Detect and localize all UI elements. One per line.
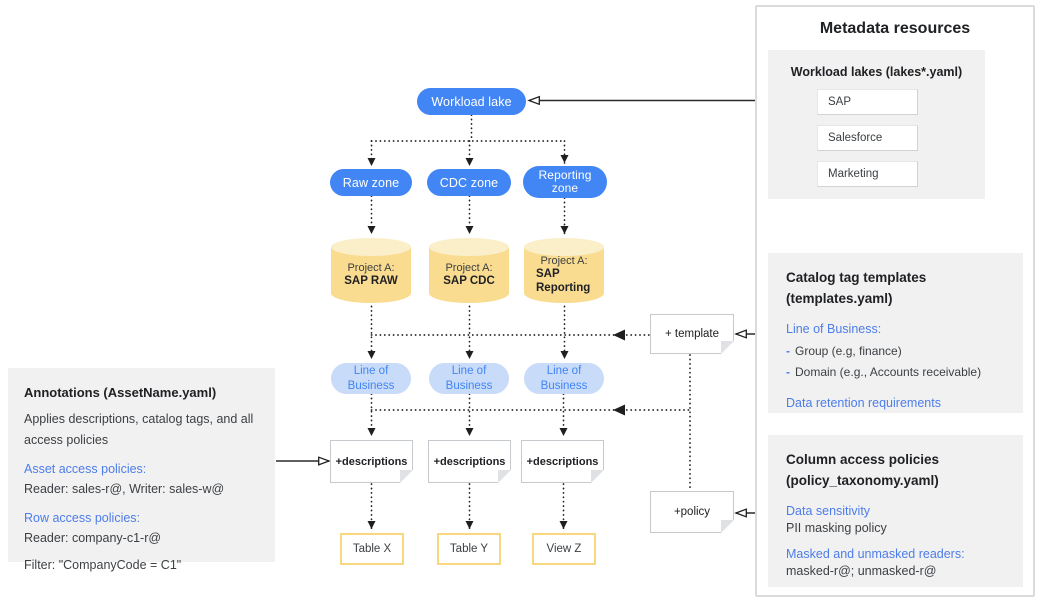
cylinder-body (429, 247, 509, 303)
project-name: SAP CDC (443, 274, 495, 287)
project-prefix: Project A: (445, 261, 493, 274)
cdc-zone-node: CDC zone (427, 169, 511, 196)
table-x-label: Table X (352, 543, 392, 555)
project-sap-cdc-cylinder: Project A: SAP CDC (429, 238, 509, 303)
project-prefix: Project A: (347, 261, 395, 274)
project-name: SAP Reporting (536, 268, 591, 294)
row-access-heading: Row access policies: (24, 511, 141, 525)
column-policies-title-line1: Column access policies (786, 452, 940, 467)
descriptions-note-3: +descriptions (521, 440, 604, 483)
descriptions-note-2: +descriptions (428, 440, 511, 483)
table-x-node: Table X (340, 533, 404, 565)
view-z-label: View Z (546, 543, 582, 555)
data-sensitivity-value: PII masking policy (786, 521, 887, 535)
reporting-zone-node: Reporting zone (523, 166, 607, 198)
raw-zone-node: Raw zone (330, 169, 412, 196)
cylinder-top (331, 238, 411, 256)
project-sap-reporting-cylinder: Project A: SAP Reporting (524, 238, 604, 303)
descriptions-label: +descriptions (526, 455, 599, 468)
mid-line-arrowheads (613, 329, 625, 416)
lob-bullet-group: -Group (e.g, finance) (786, 341, 1005, 362)
policy-label: +policy (673, 506, 711, 518)
line-of-business-node-3: Line of Business (524, 363, 604, 394)
cdc-zone-label: CDC zone (439, 175, 499, 190)
column-policies-panel: Column access policies (policy_taxonomy.… (768, 435, 1023, 587)
bullet-dash: - (786, 365, 790, 379)
asset-access-value: Reader: sales-r@, Writer: sales-w@ (24, 482, 225, 496)
project-sap-raw-cylinder: Project A: SAP RAW (331, 238, 411, 303)
workload-lakes-title: Workload lakes (lakes*.yaml) (790, 65, 963, 79)
cylinder-body (524, 247, 604, 303)
line-of-business-node-1: Line of Business (331, 363, 411, 394)
lob-heading: Line of Business: (786, 322, 882, 336)
annotations-body: Applies descriptions, catalog tags, and … (24, 412, 254, 447)
bullet-dash: - (786, 344, 790, 358)
data-retention-heading: Data retention requirements (786, 396, 941, 410)
masked-readers-heading: Masked and unmasked readers: (786, 547, 965, 561)
annotations-title: Annotations (AssetName.yaml) (24, 385, 217, 400)
lake-item-label: SAP (828, 96, 852, 108)
bullet-text: Group (e.g, finance) (795, 344, 902, 358)
metadata-resources-panel: Metadata resources Workload lakes (lakes… (755, 5, 1035, 597)
cylinder-top (524, 238, 604, 256)
catalog-templates-panel: Catalog tag templates (templates.yaml) L… (768, 253, 1023, 413)
dotted-connectors (367, 114, 691, 530)
lake-item-sap: SAP (817, 89, 918, 115)
table-y-node: Table Y (437, 533, 501, 565)
descriptions-label: +descriptions (335, 455, 408, 468)
catalog-templates-title-line2: (templates.yaml) (786, 291, 893, 306)
bullet-text: Domain (e.g., Accounts receivable) (795, 365, 982, 379)
descriptions-label: +descriptions (433, 455, 506, 468)
workload-lake-node: Workload lake (417, 88, 526, 115)
line-of-business-label: Line of Business (540, 365, 588, 392)
project-name: SAP RAW (344, 274, 398, 287)
lake-item-salesforce: Salesforce (817, 125, 918, 151)
filter-value: Filter: "CompanyCode = C1" (24, 558, 182, 572)
annotations-panel: Annotations (AssetName.yaml) Applies des… (8, 368, 275, 572)
policy-note: +policy (650, 491, 734, 533)
descriptions-note-1: +descriptions (330, 440, 413, 483)
raw-zone-label: Raw zone (342, 175, 400, 190)
workload-lakes-panel: Workload lakes (lakes*.yaml) SAP Salesfo… (768, 50, 985, 199)
column-policies-title-line2: (policy_taxonomy.yaml) (786, 473, 939, 488)
catalog-templates-title-line1: Catalog tag templates (786, 270, 927, 285)
cylinder-body (331, 247, 411, 303)
workload-lake-label: Workload lake (431, 94, 512, 109)
reporting-zone-label: Reporting zone (538, 167, 592, 195)
lake-item-marketing: Marketing (817, 161, 918, 187)
data-sensitivity-heading: Data sensitivity (786, 504, 871, 518)
lake-item-label: Salesforce (828, 132, 883, 144)
view-z-node: View Z (532, 533, 596, 565)
table-y-label: Table Y (449, 543, 489, 555)
line-of-business-label: Line of Business (445, 365, 493, 392)
asset-access-heading: Asset access policies: (24, 462, 147, 476)
masked-readers-value: masked-r@; unmasked-r@ (786, 564, 937, 578)
template-label: + template (664, 328, 720, 340)
metadata-resources-title: Metadata resources (819, 20, 971, 37)
lake-item-label: Marketing (828, 168, 879, 180)
line-of-business-node-2: Line of Business (429, 363, 509, 394)
line-of-business-label: Line of Business (347, 365, 395, 392)
row-access-value: Reader: company-c1-r@ (24, 531, 162, 545)
project-prefix: Project A: (540, 255, 588, 268)
lob-bullet-domain: -Domain (e.g., Accounts receivable) (786, 362, 1005, 383)
cylinder-top (429, 238, 509, 256)
template-note: + template (650, 314, 734, 354)
